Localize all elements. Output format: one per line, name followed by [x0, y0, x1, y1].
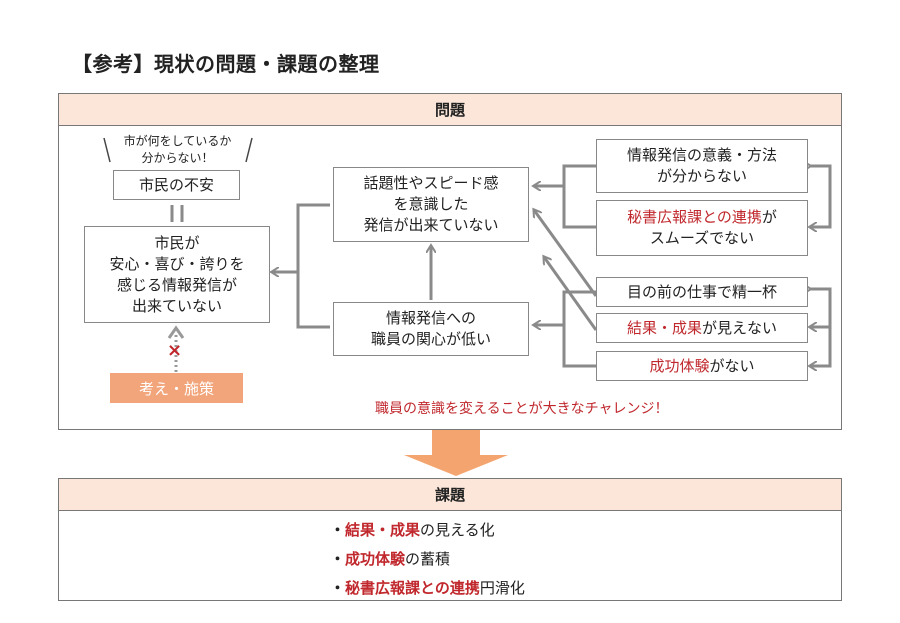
topicality-line-2: を意識した: [393, 195, 469, 213]
issue-item-success: ・成功体験の蓄積: [330, 545, 525, 574]
cause-success-box: 成功体験がない: [596, 351, 808, 381]
issue-highlight: 結果・成果: [345, 521, 421, 539]
citizen-anxiety-box: 市民の不安: [113, 170, 240, 200]
issue-rest: の見える化: [420, 521, 495, 539]
cause-secretary-box: 秘書広報課との連携が スムーズでない: [596, 200, 808, 256]
citizen-voice-bubble: 市が何をしているか 分からない！: [110, 133, 245, 167]
issue-highlight: 成功体験: [345, 550, 406, 568]
page-title: 【参考】現状の問題・課題の整理: [72, 52, 380, 76]
cause-results-highlight: 結果・成果: [626, 318, 702, 337]
cause-busy-box: 目の前の仕事で精一杯: [596, 277, 808, 307]
cause-secretary-rest: が: [761, 208, 777, 226]
staff-interest-box: 情報発信への 職員の関心が低い: [333, 302, 529, 356]
topicality-box: 話題性やスピード感 を意識した 発信が出来ていない: [333, 167, 529, 242]
citizen-info-line-2: 安心・喜び・誇りを: [109, 254, 245, 273]
issues-panel-header: 課題: [59, 479, 841, 511]
citizen-info-line-4: 出来ていない: [131, 296, 222, 315]
issue-item-secretary: ・秘書広報課との連携円滑化: [330, 574, 525, 603]
citizen-info-line-1: 市民が: [154, 233, 200, 252]
cause-results-box: 結果・成果が見えない: [596, 313, 808, 343]
topicality-line-3: 発信が出来ていない: [363, 216, 499, 234]
cause-success-highlight: 成功体験: [649, 356, 710, 375]
citizen-voice-line-2: 分からない！: [141, 151, 214, 165]
issue-bullet: ・: [330, 579, 346, 597]
ideas-measures-box: 考え・施策: [110, 373, 243, 403]
cause-meaning-box: 情報発信の意義・方法 が分からない: [596, 139, 808, 193]
issue-rest: 円滑化: [479, 579, 525, 597]
cause-secretary-highlight: 秘書広報課との連携: [627, 208, 762, 226]
cause-meaning-line-2: が分からない: [656, 167, 747, 185]
issue-item-results: ・結果・成果の見える化: [330, 516, 525, 545]
cause-success-rest: がない: [709, 356, 755, 375]
ideas-measures-label: 考え・施策: [138, 379, 214, 398]
cause-success-label: 成功体験がない: [649, 356, 754, 377]
cause-results-label: 結果・成果が見えない: [627, 318, 777, 339]
staff-interest-line-2: 職員の関心が低い: [370, 330, 491, 348]
staff-interest-line-1: 情報発信への: [385, 309, 476, 327]
issues-list: ・結果・成果の見える化 ・成功体験の蓄積 ・秘書広報課との連携円滑化: [330, 516, 525, 603]
issue-highlight: 秘書広報課との連携: [345, 579, 480, 597]
cause-secretary-line-2: スムーズでない: [649, 229, 755, 247]
citizen-voice-line-1: 市が何をしているか: [123, 134, 232, 148]
citizen-info-box: 市民が 安心・喜び・誇りを 感じる情報発信が 出来ていない: [84, 226, 270, 323]
cause-meaning-line-1: 情報発信の意義・方法: [626, 146, 777, 164]
issue-bullet: ・: [330, 521, 346, 539]
citizen-anxiety-label: 市民の不安: [138, 175, 214, 194]
problems-panel-header: 問題: [59, 94, 841, 126]
topicality-line-1: 話題性やスピード感: [363, 174, 499, 192]
issue-rest: の蓄積: [405, 550, 451, 568]
cause-secretary-line-1: 秘書広報課との連携が: [627, 207, 777, 228]
issues-panel: 課題: [58, 478, 842, 601]
cause-busy-label: 目の前の仕事で精一杯: [626, 282, 777, 301]
citizen-info-line-3: 感じる情報発信が: [116, 275, 237, 294]
challenge-note: 職員の意識を変えることが大きなチャレンジ！: [375, 401, 669, 417]
cause-results-rest: が見えない: [702, 318, 778, 337]
problems-panel: 問題: [58, 93, 842, 430]
issue-bullet: ・: [330, 550, 346, 568]
blocked-cross-icon: ×: [167, 340, 183, 361]
